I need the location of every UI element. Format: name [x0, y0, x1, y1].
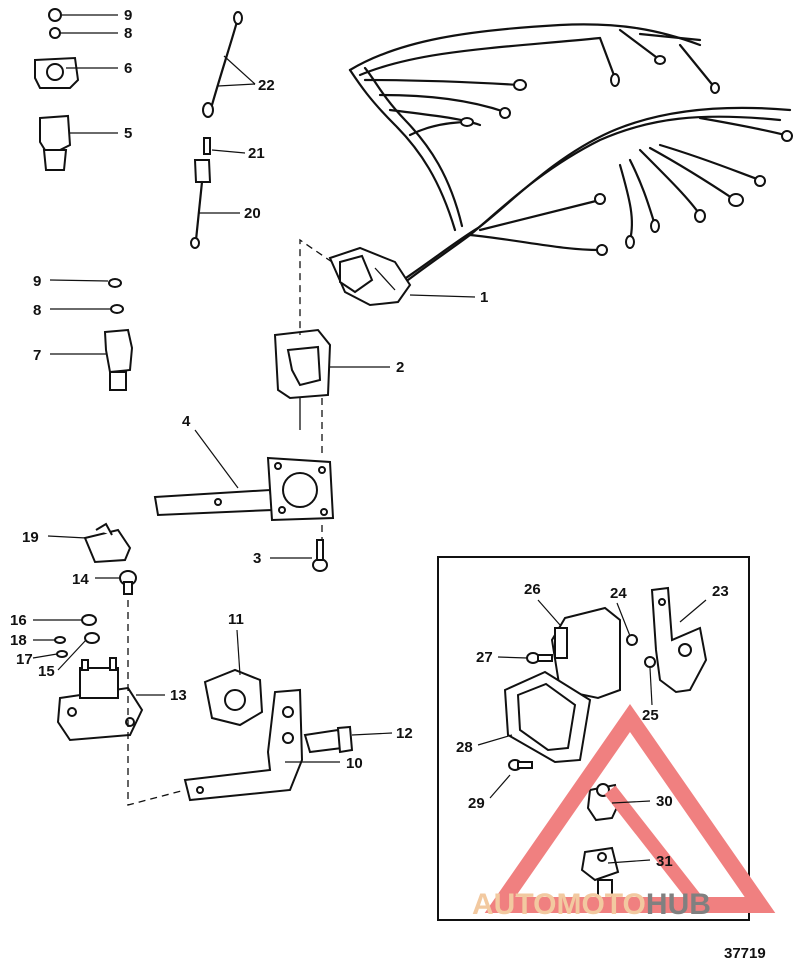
- callout-15: 15: [38, 663, 55, 680]
- callout-24: 24: [610, 585, 627, 602]
- callout-26: 26: [524, 581, 541, 598]
- watermark-logo: AUTOMOTOHUB: [472, 703, 776, 921]
- callout-13: 13: [170, 687, 187, 704]
- figure-number: 37719: [724, 945, 766, 962]
- callout-20: 20: [244, 205, 261, 222]
- callout-19: 19: [22, 529, 39, 546]
- callout-10: 10: [346, 755, 363, 772]
- assembly-lines: [127, 238, 333, 806]
- callout-8-top: 8: [124, 25, 132, 42]
- callout-12: 12: [396, 725, 413, 742]
- sensor-leads: [190, 11, 243, 249]
- leader-lines: [32, 14, 707, 864]
- callout-8-middle: 8: [33, 302, 41, 319]
- callout-5: 5: [124, 125, 132, 142]
- relay-and-bracket: [183, 668, 354, 802]
- svg-text:AUTOMOTOHUB: AUTOMOTOHUB: [472, 888, 711, 921]
- callout-31: 31: [656, 853, 673, 870]
- mounting-bracket: [153, 456, 335, 522]
- callout-28: 28: [456, 739, 473, 756]
- callout-9-top: 9: [124, 7, 132, 24]
- callout-9-middle: 9: [33, 273, 41, 290]
- watermark-text-dark: HUB: [646, 888, 711, 921]
- screw-part: [312, 539, 328, 572]
- callout-1: 1: [480, 289, 488, 306]
- callout-18: 18: [10, 632, 27, 649]
- callout-29: 29: [468, 795, 485, 812]
- callout-23: 23: [712, 583, 729, 600]
- callout-3: 3: [253, 550, 261, 567]
- callout-7: 7: [33, 347, 41, 364]
- callout-27: 27: [476, 649, 493, 666]
- sender-parts-top: [34, 8, 80, 171]
- callout-4: 4: [182, 413, 191, 430]
- callout-labels: 9 8 6 5 22 21 20 1 2 4 3 9 8 7 19 14 16 …: [10, 7, 729, 870]
- callout-16: 16: [10, 612, 27, 629]
- wiring-harness: [328, 23, 793, 307]
- callout-14: 14: [72, 571, 89, 588]
- callout-25: 25: [642, 707, 659, 724]
- callout-22: 22: [258, 77, 275, 94]
- callout-30: 30: [656, 793, 673, 810]
- callout-21: 21: [248, 145, 265, 162]
- boot-part: [273, 328, 332, 430]
- callout-2: 2: [396, 359, 404, 376]
- callout-6: 6: [124, 60, 132, 77]
- callout-17: 17: [16, 651, 33, 668]
- ecm-inset: [437, 556, 750, 921]
- solenoid: [56, 657, 144, 742]
- callout-11: 11: [228, 611, 244, 628]
- sender-parts-middle: [103, 278, 134, 391]
- watermark-text-accent: AUTOMOTO: [472, 888, 646, 921]
- small-hardware: [54, 522, 137, 658]
